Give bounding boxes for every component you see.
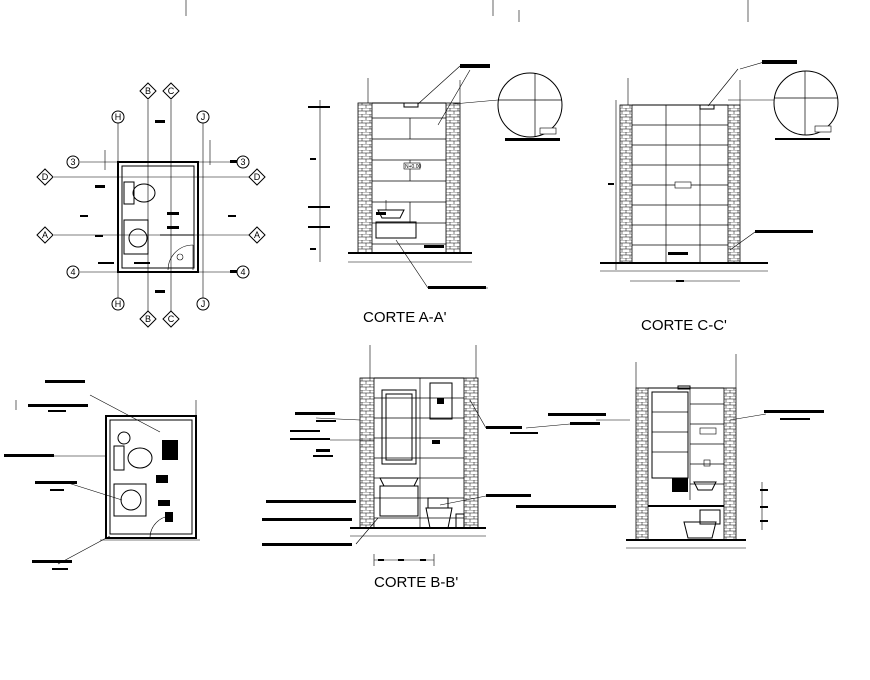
svg-text:J: J: [201, 299, 206, 309]
svg-text:3: 3: [70, 157, 75, 167]
axis-marker-b-top: B: [139, 82, 157, 100]
floor-plan: [54, 100, 250, 312]
sheet-ticks: [185, 0, 749, 22]
section-c-title: CORTE C-C': [641, 317, 727, 334]
svg-text:H: H: [115, 299, 122, 309]
section-a-a: N+0.00: [308, 64, 563, 289]
axis-marker-d-right: D: [248, 168, 266, 186]
svg-text:3: 3: [240, 157, 245, 167]
axis-marker-j-bottom: J: [196, 297, 210, 311]
axis-marker-b-bottom: B: [139, 310, 157, 328]
axis-marker-c-top: C: [162, 82, 180, 100]
svg-text:B: B: [145, 86, 151, 96]
section-a-title: CORTE A-A': [363, 309, 447, 326]
axis-marker-4-left: 4: [66, 265, 80, 279]
svg-text:4: 4: [70, 267, 75, 277]
svg-text:B: B: [145, 314, 151, 324]
svg-text:D: D: [254, 172, 261, 182]
axis-marker-c-bottom: C: [162, 310, 180, 328]
axis-marker-h-top: H: [111, 110, 125, 124]
axis-marker-3-left: 3: [66, 155, 80, 169]
svg-text:C: C: [168, 86, 175, 96]
section-d: [596, 354, 824, 549]
axis-marker-h-bottom: H: [111, 297, 125, 311]
svg-text:A: A: [42, 230, 48, 240]
axis-marker-a-right: A: [248, 226, 266, 244]
svg-text:D: D: [42, 172, 49, 182]
plan-detail: [4, 380, 200, 570]
section-b-title: CORTE B-B': [374, 574, 458, 591]
section-c-c: [600, 60, 839, 282]
section-b-b: [262, 345, 616, 566]
svg-text:A: A: [254, 230, 260, 240]
axis-marker-a-left: A: [36, 226, 54, 244]
svg-text:C: C: [168, 314, 175, 324]
svg-text:H: H: [115, 112, 122, 122]
axis-marker-3-right: 3: [236, 155, 250, 169]
svg-text:N+0.00: N+0.00: [405, 164, 421, 170]
axis-marker-4-right: 4: [236, 265, 250, 279]
axis-marker-j-top: J: [196, 110, 210, 124]
axis-marker-d-left: D: [36, 168, 54, 186]
svg-text:J: J: [201, 112, 206, 122]
svg-text:4: 4: [240, 267, 245, 277]
